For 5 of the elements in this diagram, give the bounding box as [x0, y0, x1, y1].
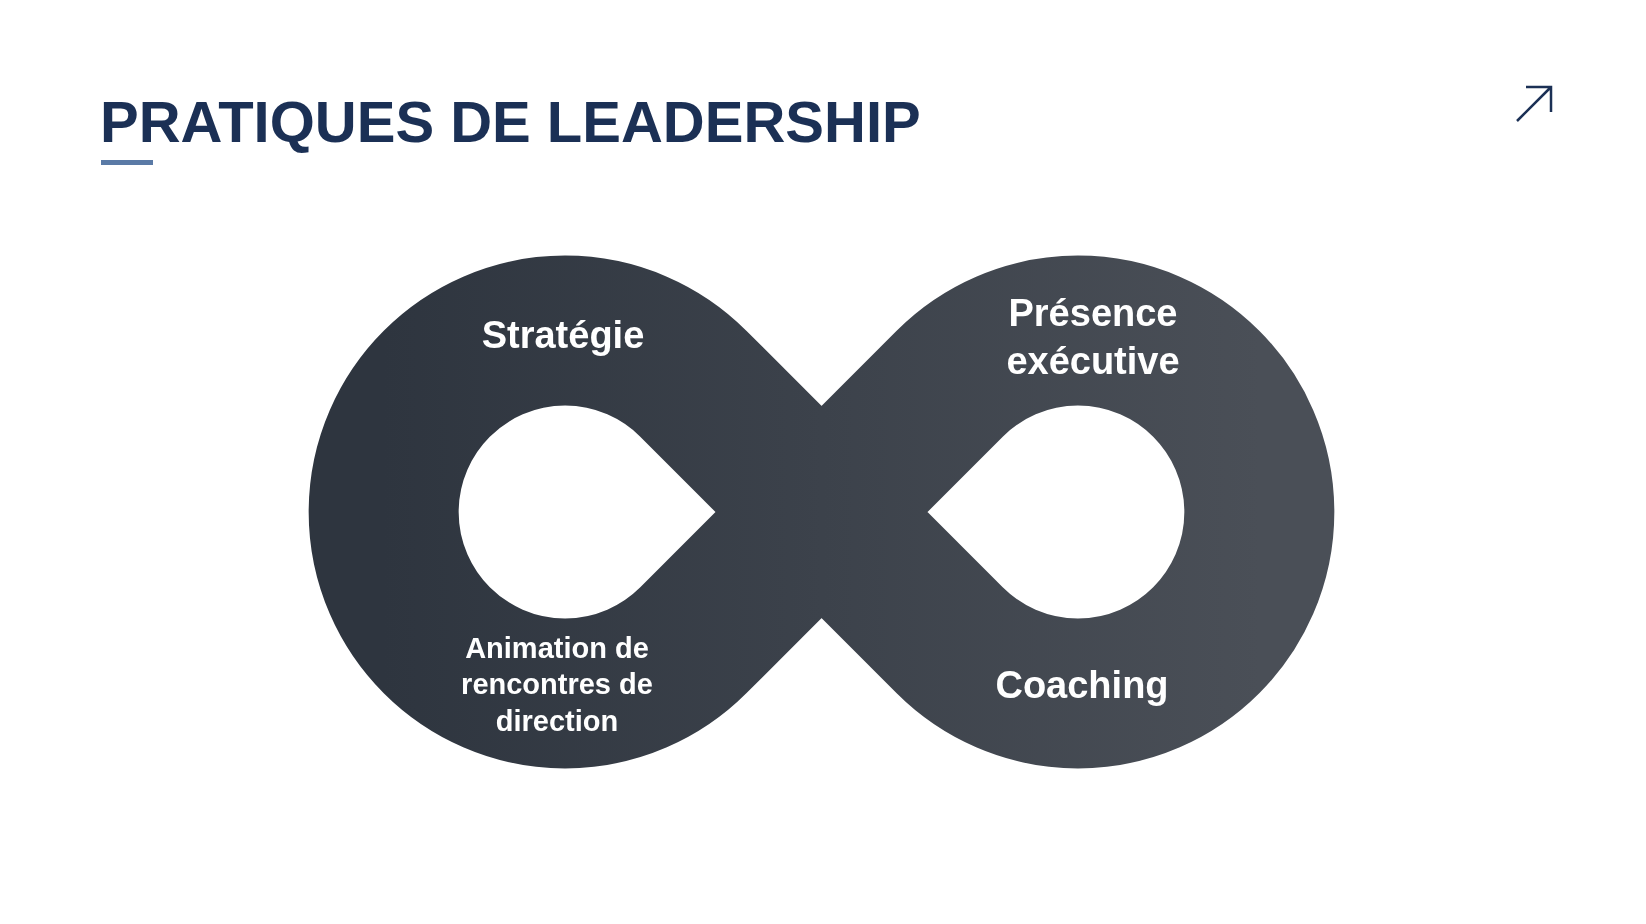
practice-label: Stratégie [480, 313, 646, 358]
practice-label: Présence exécutive [1005, 291, 1181, 384]
practice-label: Animation de rencontres de direction [460, 631, 654, 739]
page-title: PRATIQUES DE LEADERSHIP [100, 88, 921, 155]
practice-label: Coaching [994, 663, 1170, 708]
